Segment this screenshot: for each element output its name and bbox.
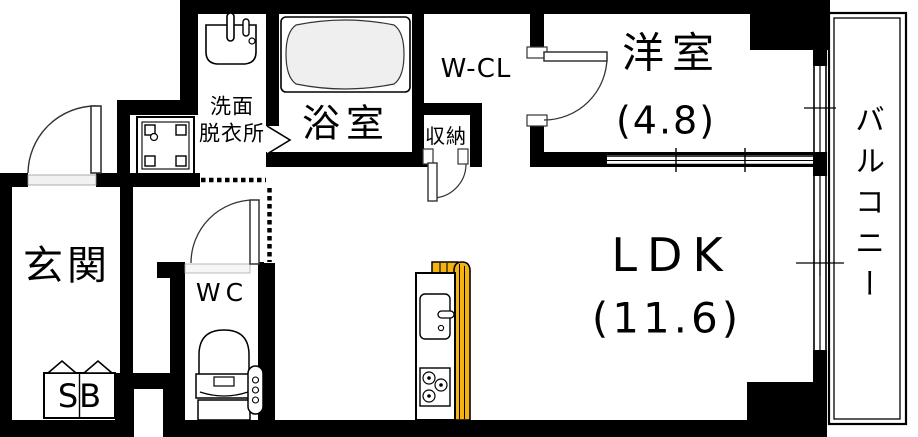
room-label-balcony: バルコニー	[849, 104, 884, 309]
room-label-wc: WC	[195, 277, 249, 307]
wall-laundry-left	[117, 100, 130, 187]
kitchen-sink-icon	[419, 293, 455, 340]
wall-washroom-bath-divider	[266, 14, 279, 126]
front-door	[27, 105, 102, 186]
sliding-door-bedroom-ldk	[607, 148, 813, 172]
room-label-washroom-line1: 洗面	[210, 94, 254, 119]
wall-corridor-end-left	[115, 373, 134, 437]
bath-folding-door	[266, 125, 292, 155]
wall-wc-stub	[157, 262, 170, 278]
wall-step-bottom-right	[747, 382, 827, 422]
room-area-western-room: (4.8)	[615, 98, 717, 143]
room-label-entrance: 玄関	[23, 243, 111, 289]
wc-door	[184, 199, 260, 274]
room-label-walk-in-closet: W-CL	[440, 54, 512, 85]
wall-storage-top	[412, 103, 482, 115]
room-label-western-room: 洋室	[621, 28, 723, 78]
wall-bottom	[0, 420, 827, 437]
wall-right-top	[813, 0, 827, 70]
room-label-washroom: 洗面 脱衣所	[199, 94, 265, 149]
wall-genkan-divider	[120, 187, 133, 373]
pipe-space-slot	[134, 389, 163, 437]
kitchen-counter	[415, 261, 471, 421]
wall-entry-right	[96, 173, 200, 187]
washbasin-icon	[205, 12, 257, 65]
wall-bedroom-left-top	[530, 14, 544, 47]
wall-washroom-left	[180, 0, 198, 115]
wall-bath-wcl-divider	[412, 0, 424, 167]
room-label-storage: 収納	[425, 124, 467, 148]
wall-outer-left	[0, 173, 12, 437]
window-ldk	[796, 176, 844, 350]
wall-top	[180, 0, 830, 14]
toilet-icon	[195, 329, 264, 421]
kitchen-stove-icon	[419, 367, 451, 407]
window-bedroom	[804, 66, 836, 152]
room-label-shoe-box: SB	[57, 377, 103, 416]
balcony-railing	[827, 11, 908, 426]
bathtub-icon	[280, 16, 411, 93]
storage-door	[422, 148, 469, 202]
sliding-door-hall-ldk	[264, 187, 275, 263]
wall-wc-left	[170, 262, 185, 420]
room-label-washroom-line2: 脱衣所	[199, 122, 265, 146]
room-label-ldk: LDK	[611, 228, 733, 283]
wall-laundry-top	[117, 100, 198, 115]
washing-machine-icon	[136, 116, 195, 175]
wall-bath-bottom	[266, 152, 430, 167]
wall-storage-right	[470, 103, 482, 167]
sliding-door-washroom	[200, 174, 266, 186]
room-area-ldk: (11.6)	[591, 293, 743, 343]
wall-right-mid	[813, 150, 827, 176]
bedroom-door	[526, 46, 608, 127]
shoe-box-icon	[43, 359, 116, 419]
room-label-bathroom: 浴室	[301, 101, 391, 146]
